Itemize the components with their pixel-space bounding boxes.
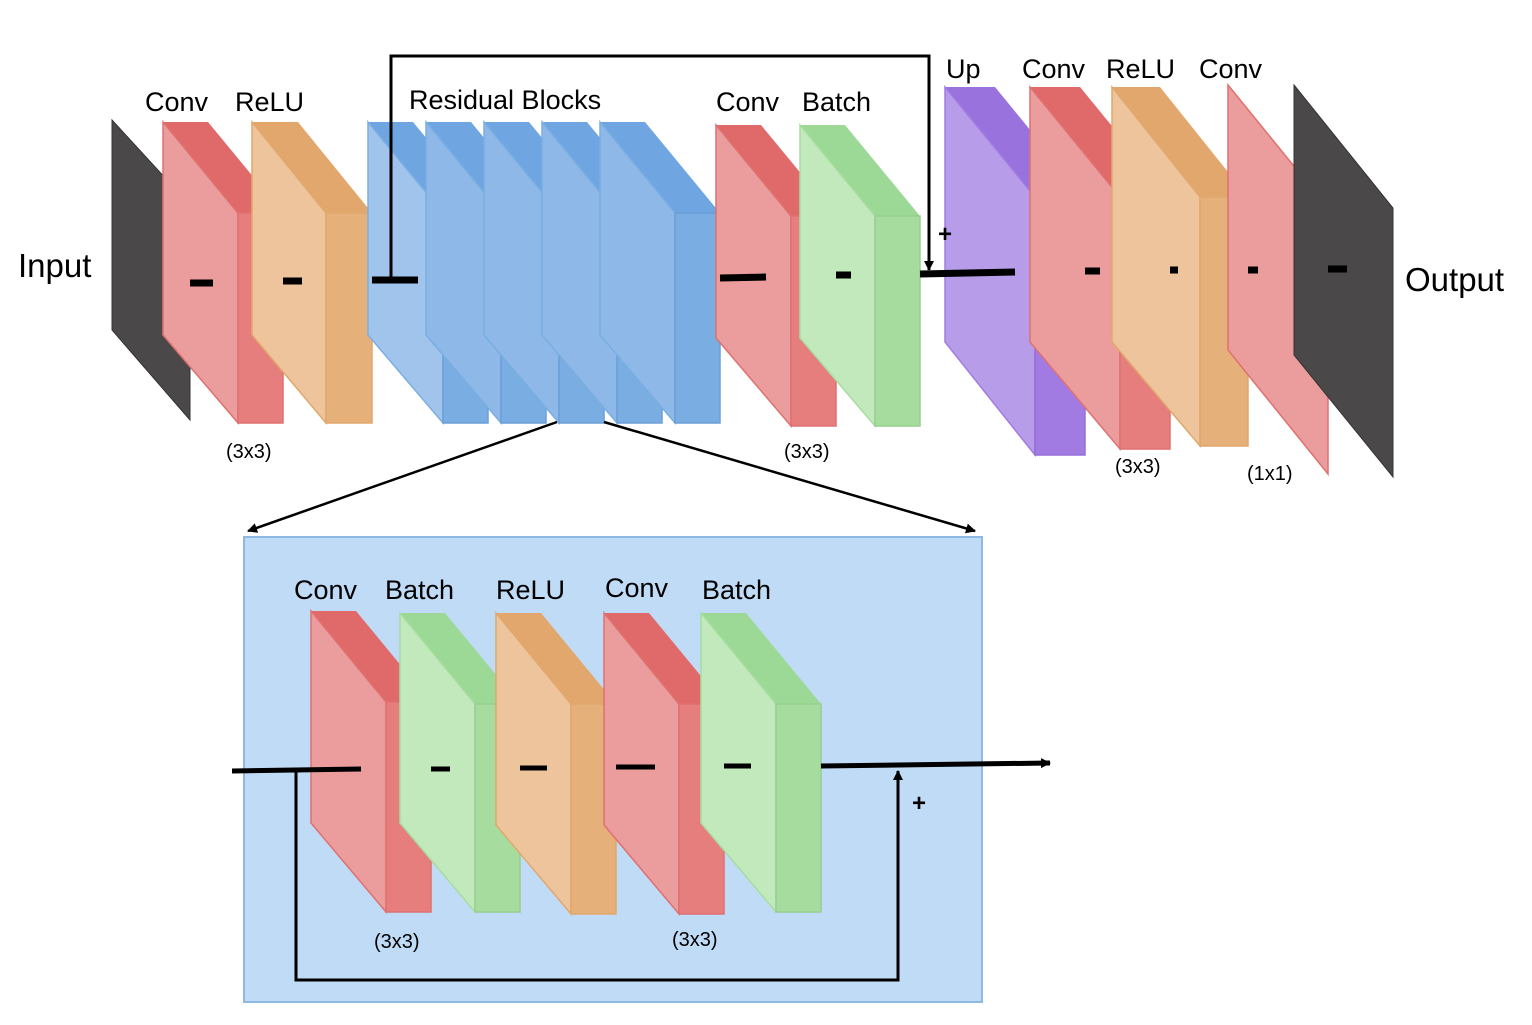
block-batch-a-label: Batch (385, 575, 454, 605)
input-label: Input (18, 247, 91, 284)
up-label: Up (946, 54, 981, 84)
block-batch-b (700, 610, 822, 915)
relu-layer-1 (251, 119, 373, 426)
block-plus-label: + (912, 790, 926, 817)
conv2-label: Conv (716, 87, 780, 117)
block-conv-b-label: Conv (605, 573, 669, 603)
conv1-label: Conv (145, 87, 209, 117)
block-output-arrow (820, 758, 1051, 769)
conv4-label: Conv (1199, 54, 1263, 84)
kernel2-label: (3x3) (784, 441, 830, 463)
zoom-line-left (247, 420, 558, 533)
block-conv-a-label: Conv (294, 575, 358, 605)
output-label: Output (1405, 261, 1504, 298)
block-batch-b-label: Batch (702, 575, 771, 605)
kernel1-label: (3x3) (226, 441, 272, 463)
global-skip-connection (389, 54, 934, 280)
block-skip-connection (294, 770, 903, 982)
kernel3-label: (3x3) (1115, 456, 1161, 478)
residual-block-5 (599, 119, 721, 426)
zoom-line-right (603, 420, 976, 534)
relu1-label: ReLU (235, 87, 304, 117)
top-connectors (190, 265, 1347, 287)
block-conv-b (603, 610, 725, 917)
output-slab (1293, 83, 1394, 479)
kernel4-label: (1x1) (1247, 463, 1293, 485)
relu3-label: ReLU (1106, 54, 1175, 84)
block-relu-label: ReLU (496, 575, 565, 605)
conv3-label: Conv (1022, 54, 1086, 84)
batch2-label: Batch (802, 87, 871, 117)
block-relu (495, 610, 617, 917)
block-kernel-b-label: (3x3) (672, 929, 718, 951)
global-plus-label: + (938, 221, 952, 248)
block-kernel-a-label: (3x3) (374, 931, 420, 953)
residual-blocks-label: Residual Blocks (409, 85, 601, 115)
